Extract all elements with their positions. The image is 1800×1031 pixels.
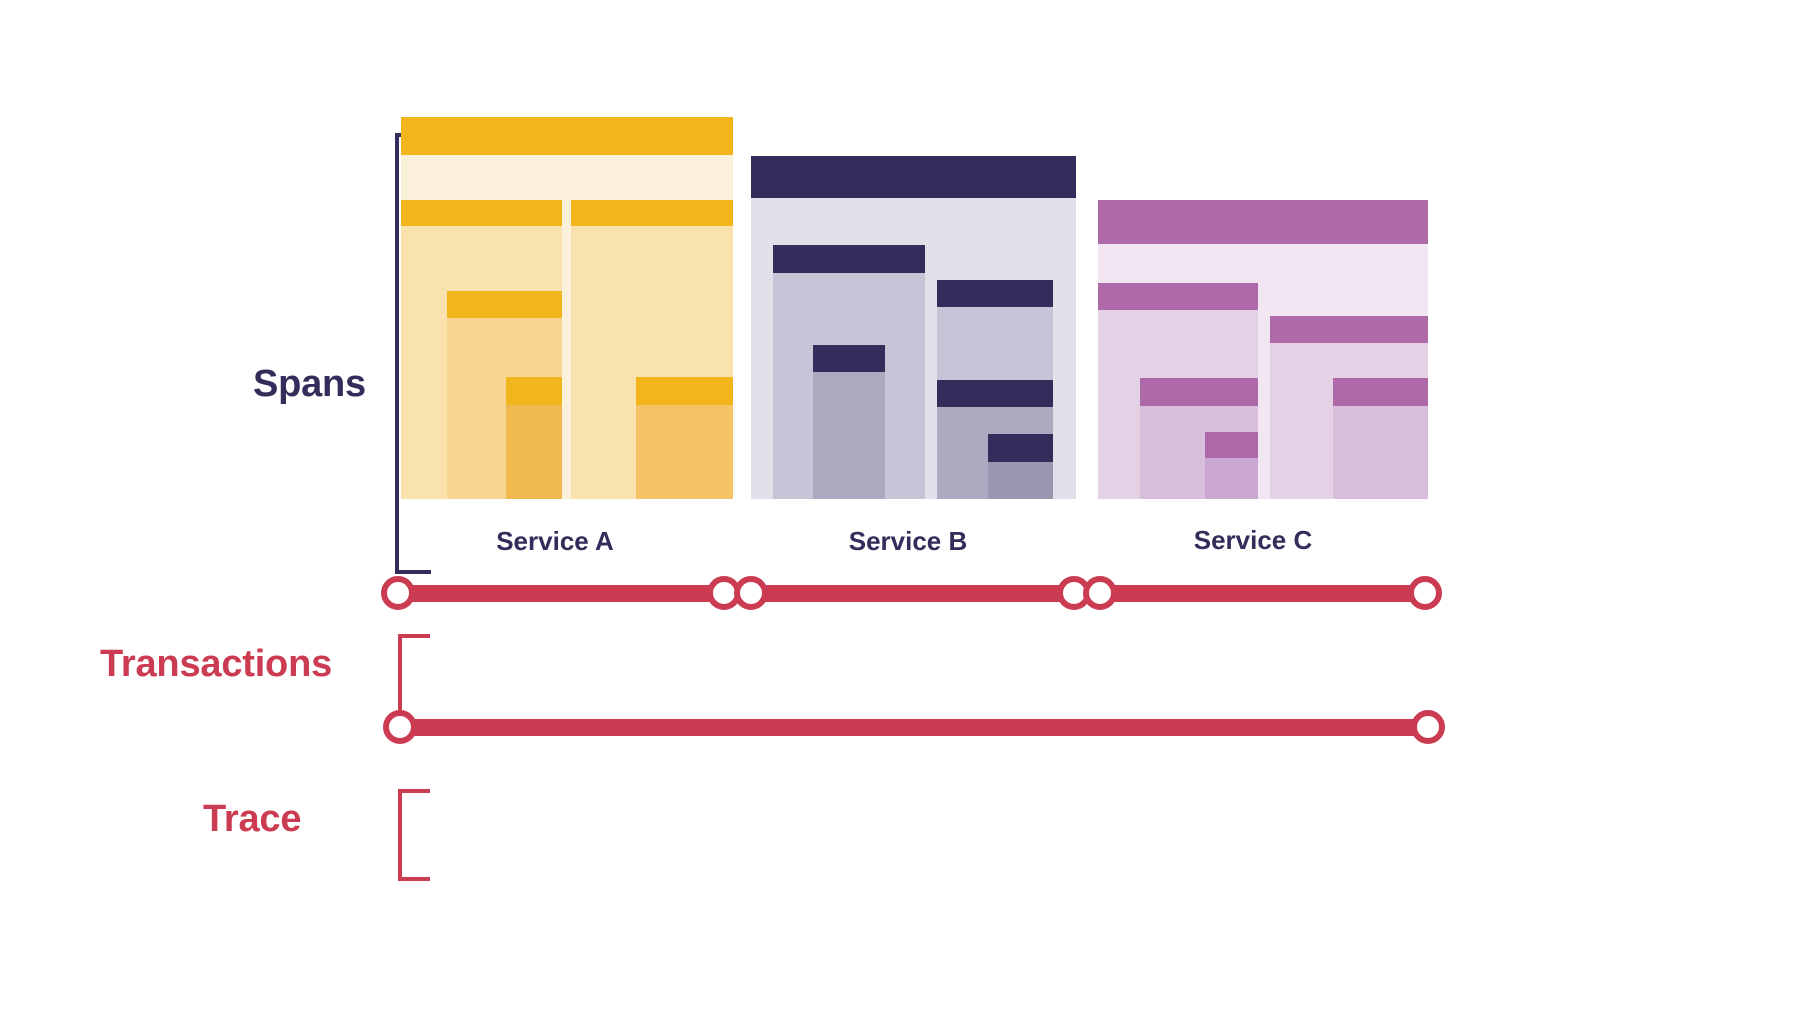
- span-a-4-head: [571, 200, 733, 226]
- service-caption-service-c: Service C: [1193, 525, 1313, 555]
- span-group-service-b: [751, 156, 1076, 499]
- span-c-2-head: [1140, 378, 1258, 406]
- transaction-c-end-marker[interactable]: [1408, 576, 1442, 610]
- span-c-3-head: [1205, 432, 1258, 458]
- trace-span-line[interactable]: [400, 719, 1428, 736]
- transaction-a-line[interactable]: [398, 585, 724, 602]
- transaction-a-start-marker[interactable]: [381, 576, 415, 610]
- span-b-1-head: [773, 245, 925, 273]
- span-a-2-head: [447, 291, 562, 318]
- transaction-c-line[interactable]: [1100, 585, 1425, 602]
- span-a-5[interactable]: [636, 377, 733, 499]
- span-a-3[interactable]: [506, 377, 562, 499]
- trace-span-end-marker[interactable]: [1411, 710, 1445, 744]
- span-a-1-head: [401, 200, 562, 226]
- transaction-c-start-marker[interactable]: [1083, 576, 1117, 610]
- span-c-3[interactable]: [1205, 432, 1258, 499]
- span-b-5-head: [988, 434, 1053, 462]
- span-c-5[interactable]: [1333, 378, 1428, 499]
- span-a-5-head: [636, 377, 733, 405]
- row-label-trace: Trace: [203, 798, 302, 840]
- row-label-transactions: Transactions: [100, 643, 333, 685]
- span-b-root-head: [751, 156, 1076, 198]
- span-group-service-a: [401, 117, 733, 499]
- trace-bracket: [398, 789, 430, 881]
- service-caption-service-a: Service A: [496, 526, 614, 556]
- span-c-1-head: [1098, 283, 1258, 310]
- span-b-3-head: [937, 280, 1053, 307]
- span-a-3-head: [506, 377, 562, 405]
- span-b-2-head: [813, 345, 885, 372]
- transaction-b-start-marker[interactable]: [734, 576, 768, 610]
- span-c-4-head: [1270, 316, 1428, 343]
- span-c-root-head: [1098, 200, 1428, 244]
- span-b-5[interactable]: [988, 434, 1053, 499]
- service-caption-service-b: Service B: [848, 526, 968, 556]
- span-b-2[interactable]: [813, 345, 885, 499]
- transaction-b-line[interactable]: [751, 585, 1074, 602]
- row-label-spans: Spans: [252, 363, 366, 405]
- span-a-root-head: [401, 117, 733, 155]
- span-c-5-head: [1333, 378, 1428, 406]
- trace-span-start-marker[interactable]: [383, 710, 417, 744]
- span-b-4-head: [937, 380, 1053, 407]
- span-group-service-c: [1098, 200, 1428, 499]
